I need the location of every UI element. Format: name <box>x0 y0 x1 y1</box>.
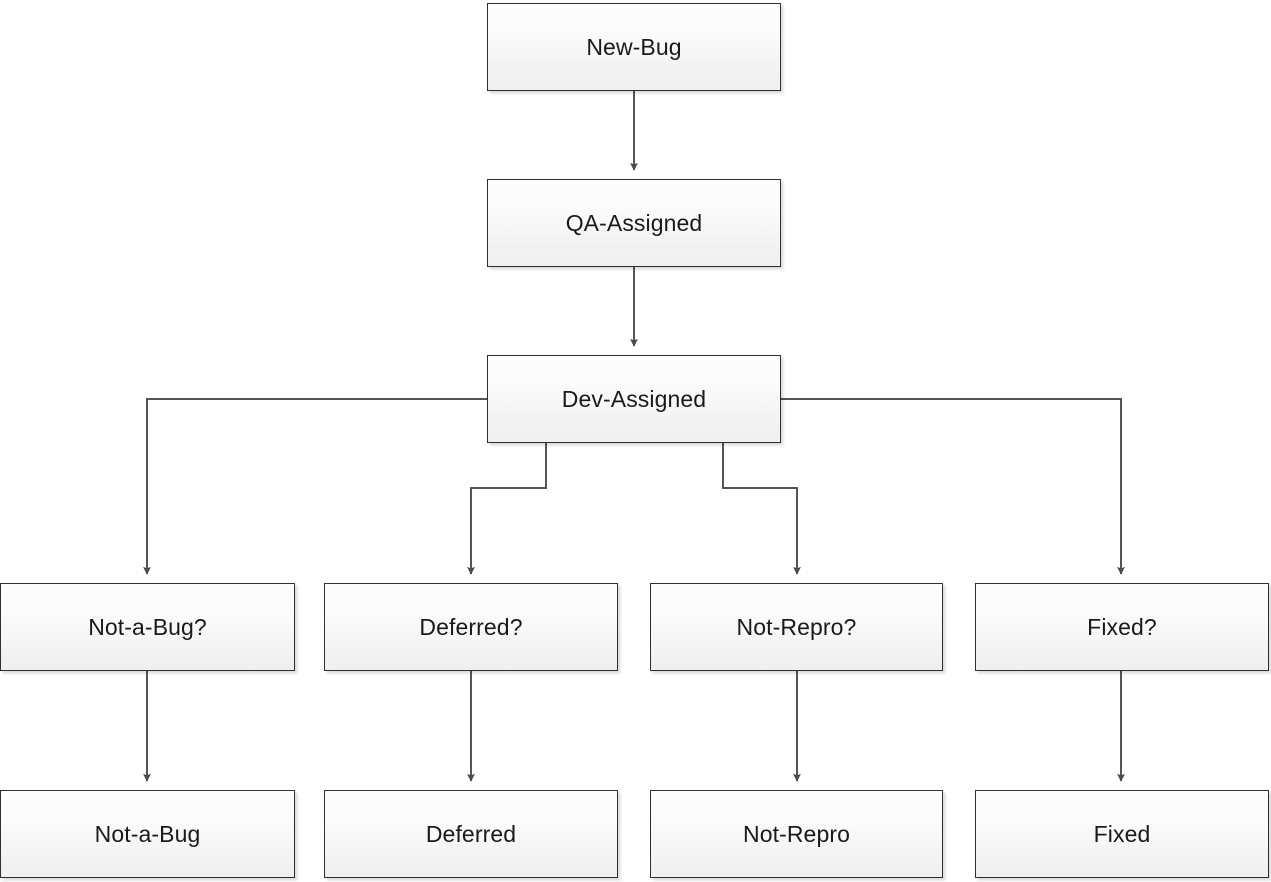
node-label-qa-assigned: QA-Assigned <box>565 209 703 236</box>
edge-e-dev-notreproq <box>722 443 801 575</box>
node-not-a-bug[interactable]: Not-a-Bug <box>0 790 295 878</box>
node-label-not-repro-q: Not-Repro? <box>736 613 857 640</box>
node-fixed-q[interactable]: Fixed? <box>975 583 1269 671</box>
node-not-repro[interactable]: Not-Repro <box>650 790 943 878</box>
node-not-a-bug-q[interactable]: Not-a-Bug? <box>0 583 295 671</box>
node-label-fixed: Fixed <box>1093 820 1151 847</box>
node-label-deferred: Deferred <box>425 820 517 847</box>
node-deferred[interactable]: Deferred <box>324 790 618 878</box>
node-qa-assigned[interactable]: QA-Assigned <box>487 179 781 267</box>
node-not-repro-q[interactable]: Not-Repro? <box>650 583 943 671</box>
edge-e-dev-fixedq <box>781 398 1125 575</box>
node-deferred-q[interactable]: Deferred? <box>324 583 618 671</box>
node-dev-assigned[interactable]: Dev-Assigned <box>487 355 781 443</box>
node-label-not-a-bug: Not-a-Bug <box>94 820 201 847</box>
node-fixed[interactable]: Fixed <box>975 790 1269 878</box>
node-new-bug[interactable]: New-Bug <box>487 3 781 91</box>
edge-e-dev-notabugq <box>143 398 487 575</box>
node-label-dev-assigned: Dev-Assigned <box>561 385 707 412</box>
node-label-not-a-bug-q: Not-a-Bug? <box>88 613 207 640</box>
node-label-new-bug: New-Bug <box>586 33 682 60</box>
edge-e-dev-deferredq <box>467 443 547 575</box>
node-label-not-repro: Not-Repro <box>743 820 850 847</box>
node-label-deferred-q: Deferred? <box>419 613 523 640</box>
node-label-fixed-q: Fixed? <box>1087 613 1157 640</box>
